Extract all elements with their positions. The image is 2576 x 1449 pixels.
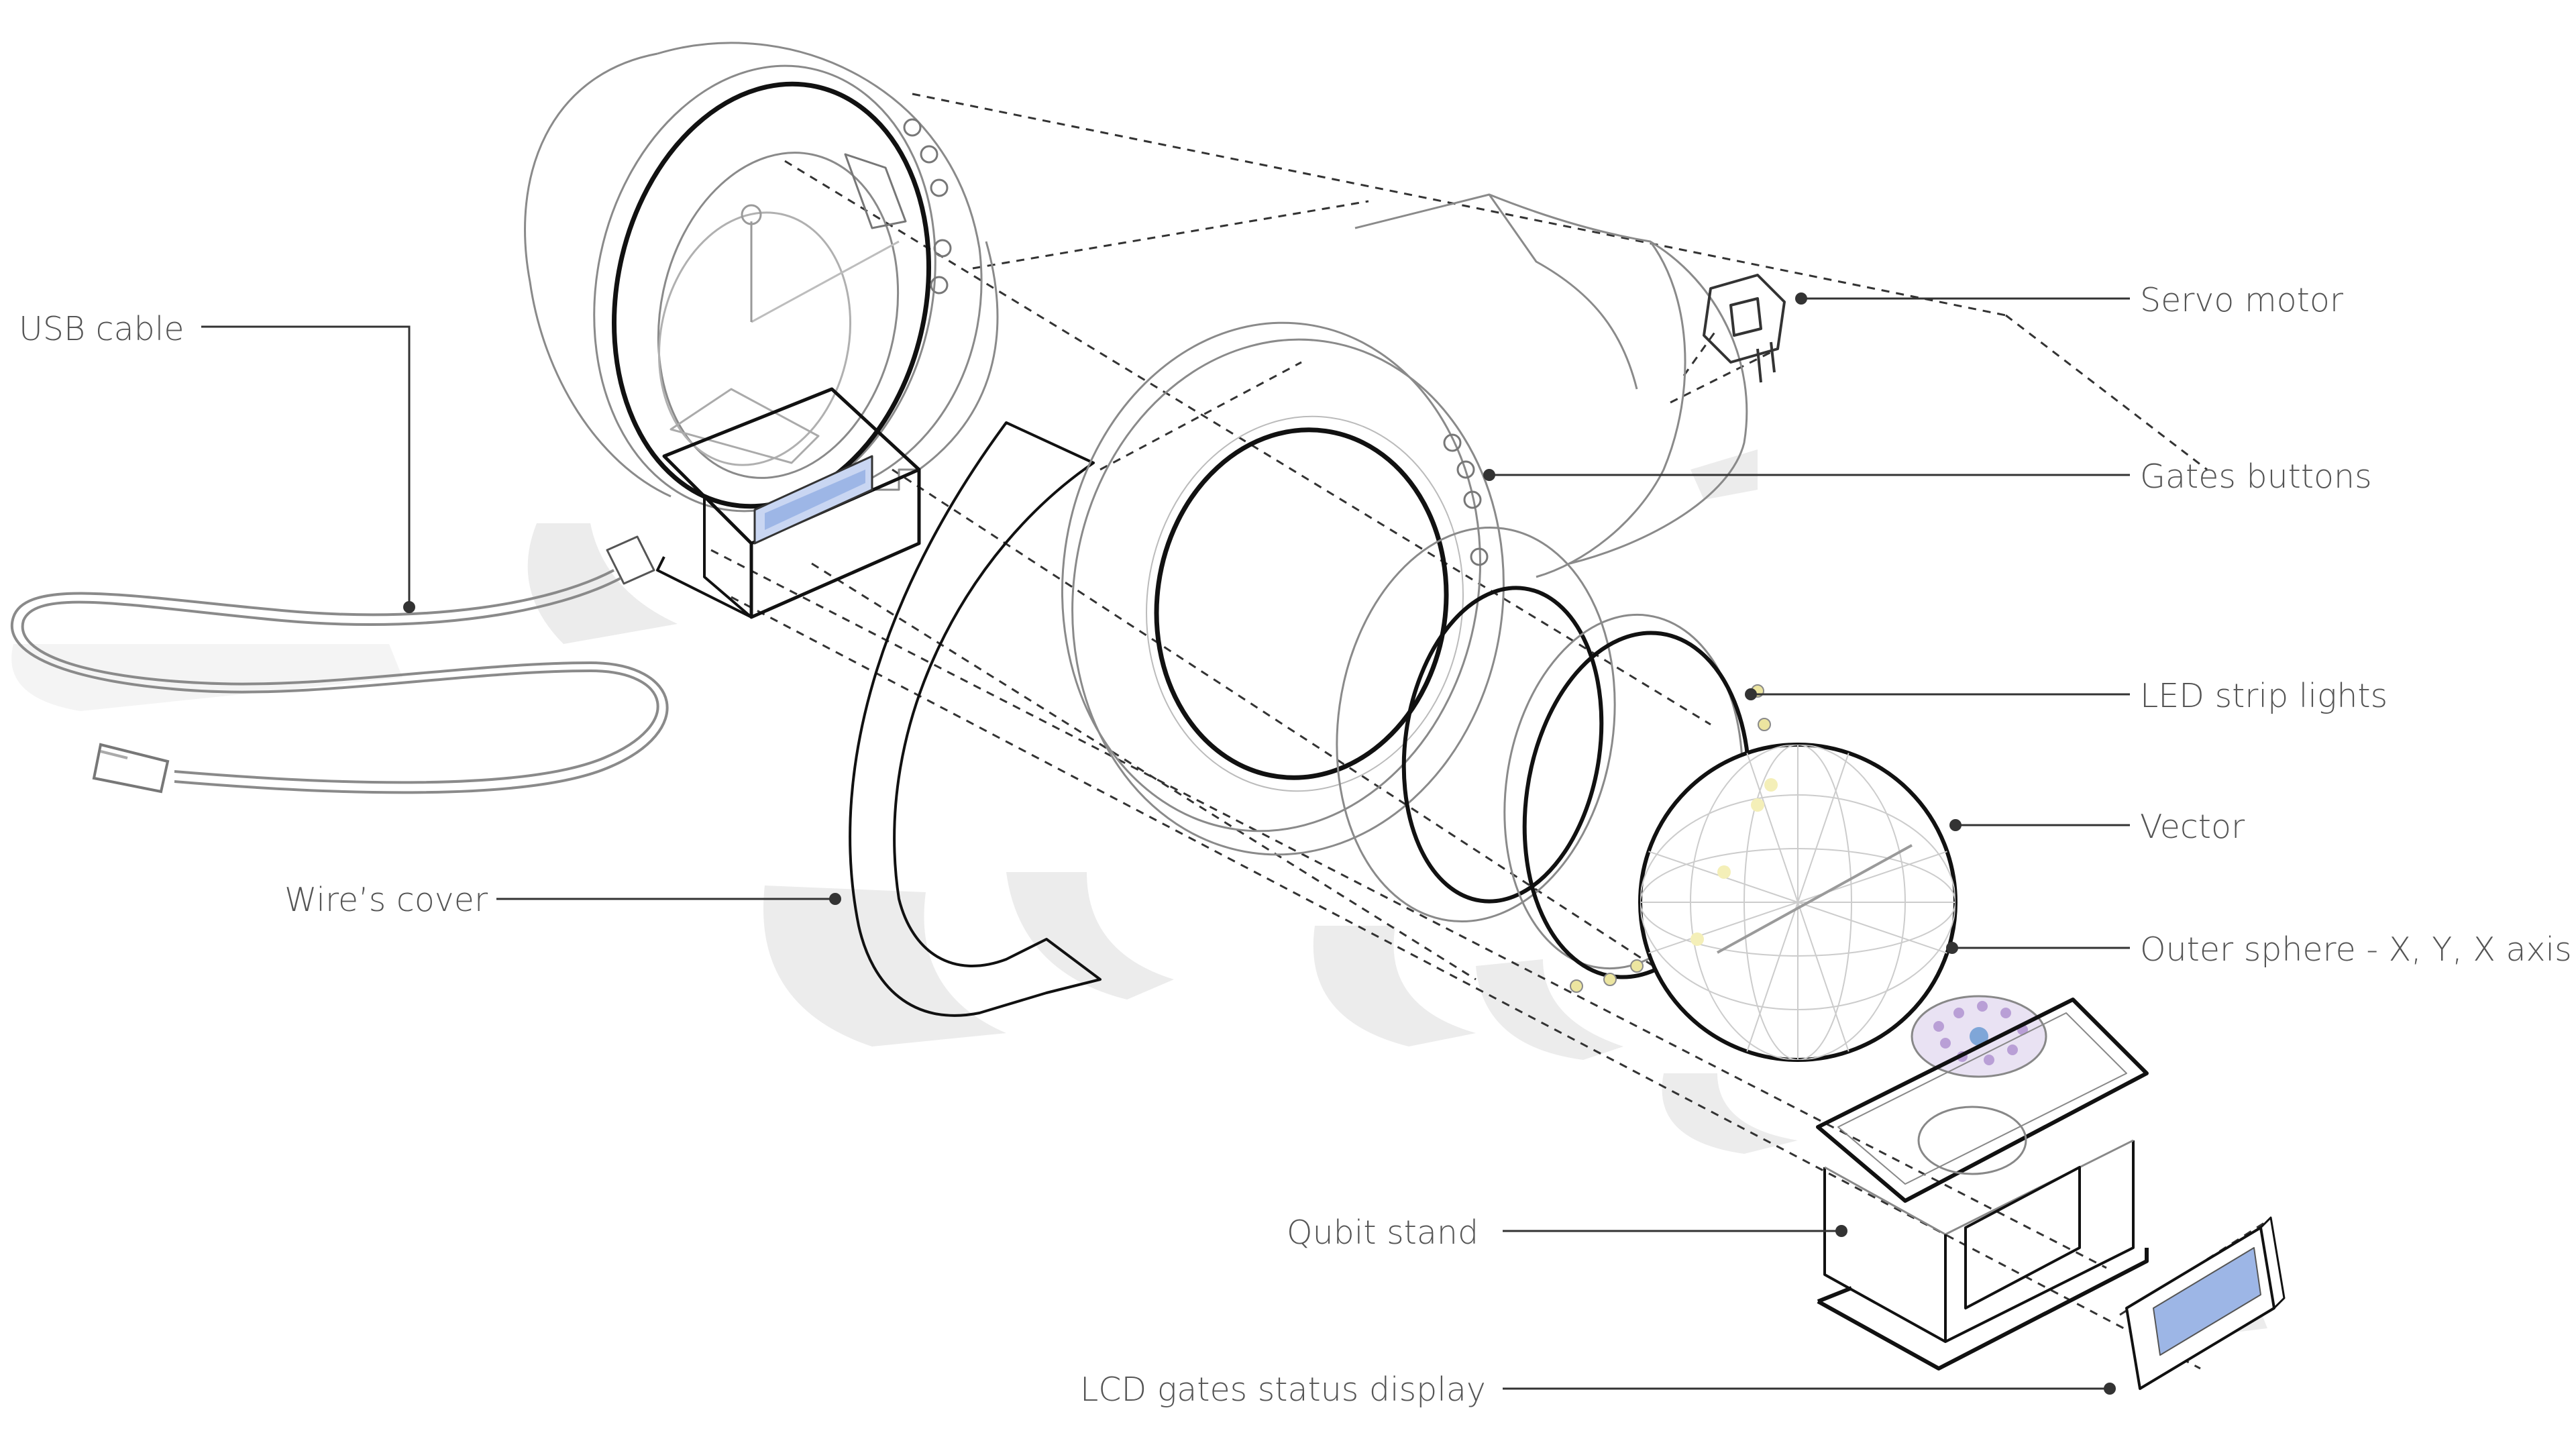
label-vector: Vector [2140,808,2245,846]
label-wires-cover: Wire’s cover [284,881,488,919]
led-ring-drawing [1336,526,1778,993]
assembly-guides [710,93,2268,1370]
label-servo-motor: Servo motor [2140,281,2343,319]
label-outer-sphere: Outer sphere - X, Y, X axis [2140,930,2572,969]
wires-cover-drawing [849,421,1102,1017]
label-lcd-display: LCD gates status display [1080,1371,1486,1409]
back-ring-drawing [1354,193,1748,578]
label-qubit-stand: Qubit stand [1287,1214,1479,1252]
qubit-stand-drawing [1816,998,2149,1371]
leader-lines [201,297,2130,1390]
label-usb-cable: USB cable [19,310,184,348]
front-ring-drawing [1061,321,1505,856]
assembled-qubit-device [524,42,999,619]
servo-motor-drawing [1703,274,1786,383]
outer-sphere-drawing [1638,743,1957,1062]
lcd-display-drawing [2125,1216,2286,1390]
microcontroller-board [1911,995,2047,1078]
leader-dots [403,292,2116,1395]
usb-cable-drawing [11,569,669,794]
label-gates-buttons: Gates buttons [2140,458,2372,496]
label-led-strip-lights: LED strip lights [2140,677,2388,715]
